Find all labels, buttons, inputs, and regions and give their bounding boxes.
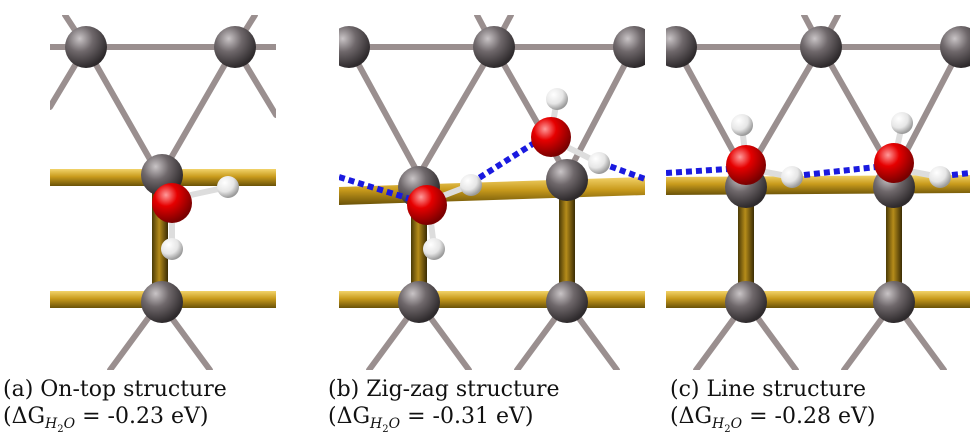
oxygen-atom [874, 143, 914, 183]
panel-zig-zag-structure [339, 15, 645, 370]
hydrogen-atom [546, 88, 568, 110]
caption-label: (a) On-top structure [3, 377, 227, 402]
metal-atom [141, 281, 183, 323]
caption-on-top: (a) On-top structure (ΔGH2O = -0.23 eV) [3, 376, 227, 443]
caption-energy: (ΔGH2O = -0.31 eV) [328, 404, 534, 436]
oxygen-atom [407, 185, 447, 225]
oxygen-atom [152, 183, 192, 223]
metal-atom [800, 26, 842, 68]
metal-atom [546, 281, 588, 323]
panel-line-structure [666, 15, 970, 370]
metal-atom [473, 26, 515, 68]
caption-zig-zag: (b) Zig-zag structure (ΔGH2O = -0.31 eV) [328, 376, 560, 443]
metal-atom [940, 26, 970, 68]
zig-zag-structure-image [339, 15, 645, 370]
metal-atom [613, 26, 645, 68]
hydrogen-atom [460, 174, 482, 196]
hydrogen-atom [217, 176, 239, 198]
hydrogen-atom [423, 238, 445, 260]
hydrogen-atom [731, 114, 753, 136]
metal-atom [65, 26, 107, 68]
caption-energy: (ΔGH2O = -0.23 eV) [3, 404, 209, 436]
hydrogen-bond [339, 137, 645, 204]
metal-atom [873, 281, 915, 323]
panel-on-top-structure [50, 15, 276, 370]
hydrogen-atom [161, 238, 183, 260]
hydrogen-atom [588, 152, 610, 174]
caption-label: (c) Line structure [670, 377, 866, 402]
hydrogen-atom [929, 166, 951, 188]
hydrogen-atom [781, 166, 803, 188]
metal-atom [398, 281, 440, 323]
oxygen-atom [726, 145, 766, 185]
metal-atom [725, 281, 767, 323]
metal-atom [339, 26, 370, 68]
oxygen-atom [531, 117, 571, 157]
caption-energy: (ΔGH2O = -0.28 eV) [670, 404, 876, 436]
on-top-structure-image [50, 15, 276, 370]
line-structure-image [666, 15, 970, 370]
hydrogen-bond [666, 164, 970, 178]
caption-label: (b) Zig-zag structure [328, 377, 560, 402]
metal-atom [546, 159, 588, 201]
caption-line: (c) Line structure (ΔGH2O = -0.28 eV) [670, 376, 875, 443]
metal-atom [214, 26, 256, 68]
hydrogen-atom [891, 112, 913, 134]
metal-atom [666, 26, 697, 68]
